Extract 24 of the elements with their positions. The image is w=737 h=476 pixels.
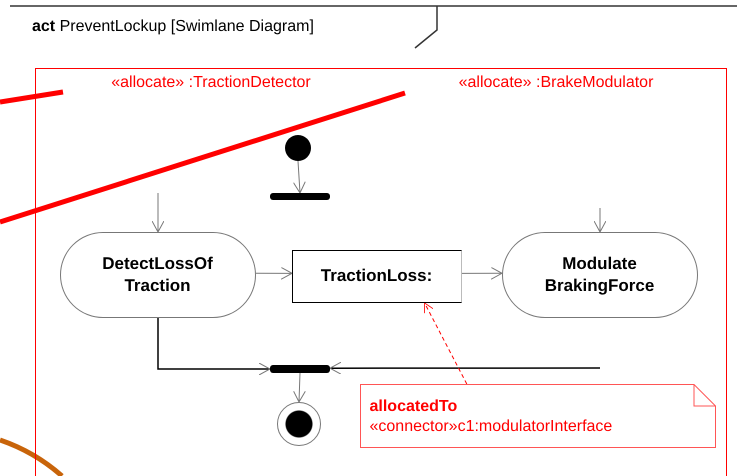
note-text: «connector»c1:modulatorInterface xyxy=(370,418,612,436)
arrow xyxy=(292,372,306,402)
arrow xyxy=(152,192,164,232)
arrow xyxy=(594,208,606,232)
lane-header: «allocate» :BrakeModulator xyxy=(458,73,654,93)
fork-bar xyxy=(270,192,330,200)
lane-header: «allocate» :TractionDetector xyxy=(111,73,311,93)
fork-bar xyxy=(270,364,330,372)
initial-node xyxy=(284,134,310,160)
arrow xyxy=(157,318,270,376)
arrow xyxy=(330,362,600,375)
arrow xyxy=(256,266,292,280)
note-title: allocatedTo xyxy=(370,398,458,416)
action-label: Modulate BrakingForce xyxy=(544,252,656,296)
arrow xyxy=(462,266,502,280)
action-label: DetectLossOf Traction xyxy=(101,252,214,296)
diagram-title: act PreventLockup [Swimlane Diagram] xyxy=(32,18,314,36)
final-node xyxy=(276,402,320,446)
swimlane-partition xyxy=(35,68,727,476)
object-node xyxy=(292,250,462,302)
dashed-arrow xyxy=(424,302,468,384)
object-label: TractionLoss: xyxy=(320,265,434,287)
note-box xyxy=(360,384,716,448)
arrow xyxy=(292,160,306,194)
